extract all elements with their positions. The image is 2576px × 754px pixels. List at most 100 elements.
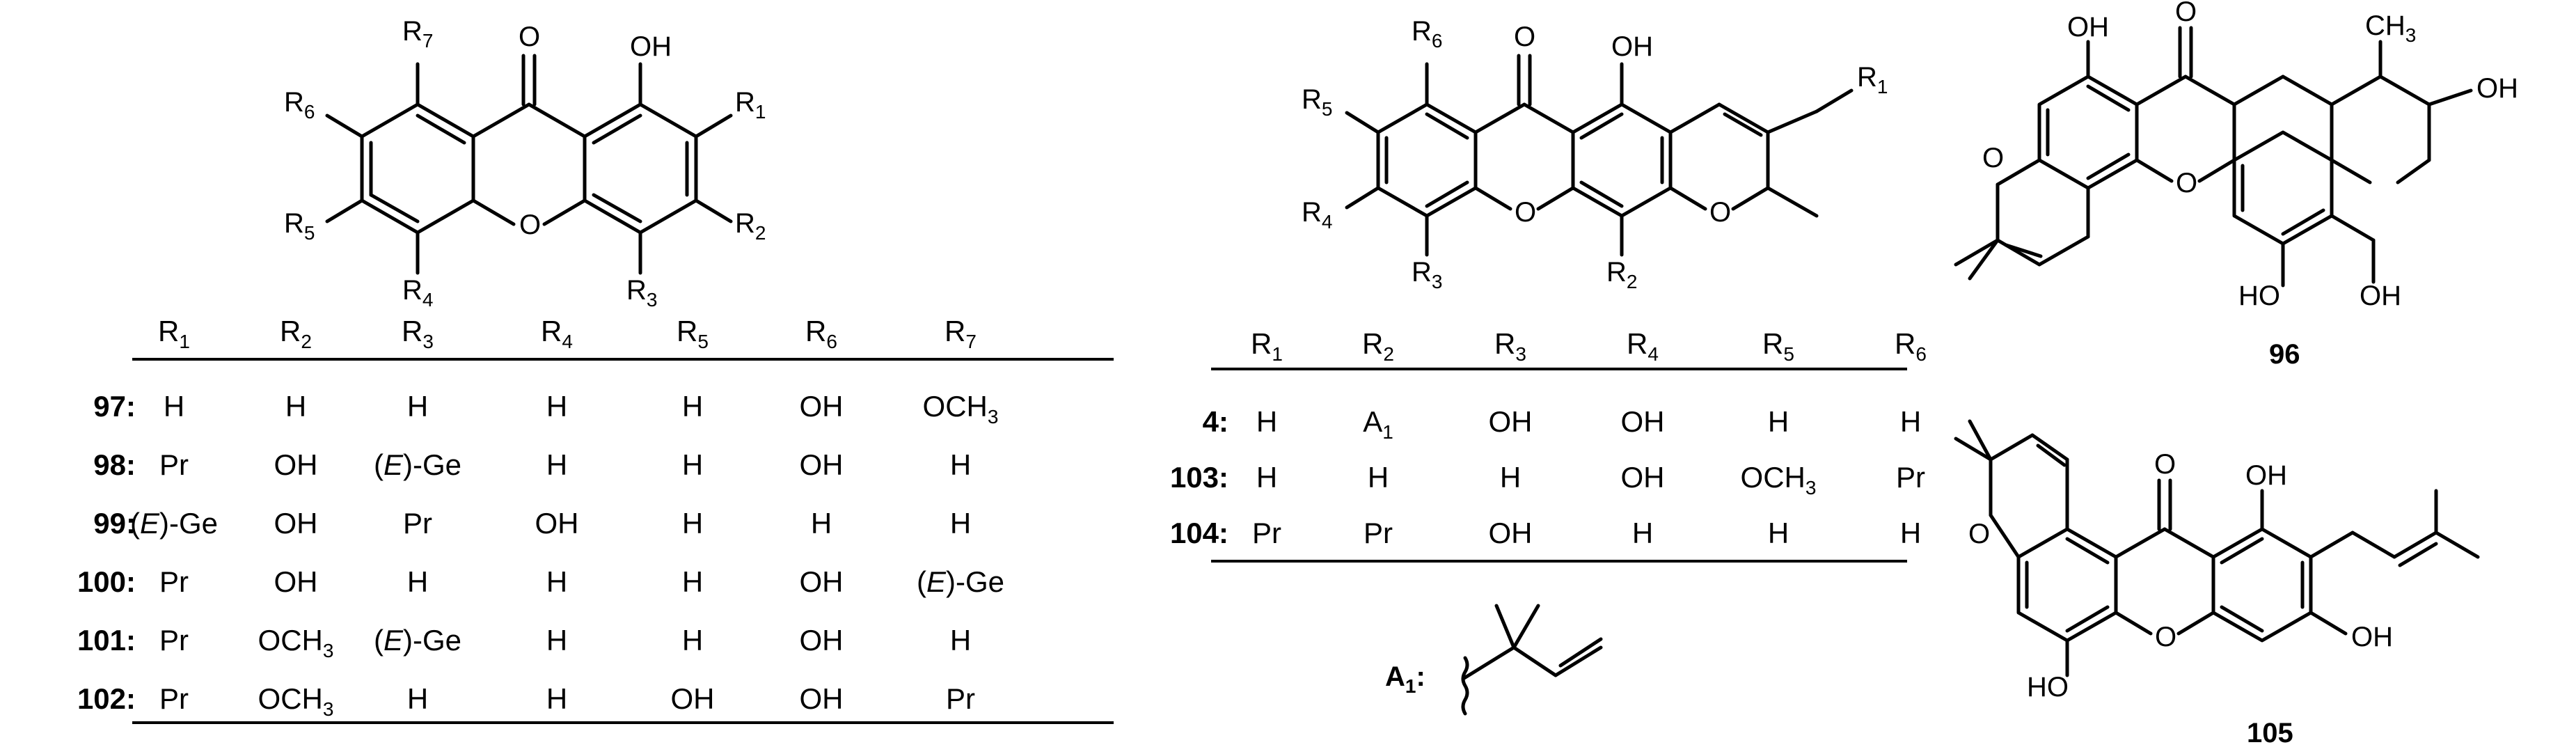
table2-row-label: 103: xyxy=(1170,461,1228,494)
table1-cell: H xyxy=(164,390,184,423)
c105-number: 105 xyxy=(2247,718,2293,748)
table1-cell: (E)-Ge xyxy=(374,448,461,481)
table1-cell: (E)-Ge xyxy=(130,507,218,540)
table1-row-label: 98: xyxy=(93,448,136,481)
pyrano-ring-o-2: O xyxy=(1709,197,1731,228)
pyrano-oxo-o: O xyxy=(1514,22,1535,52)
table1-row-label: 97: xyxy=(93,390,136,423)
c105-pyran-o: O xyxy=(1968,519,1990,549)
table1-cell: H xyxy=(682,507,703,540)
xanthone-ring-o: O xyxy=(519,210,541,240)
table1-cell: Pr xyxy=(159,565,189,598)
table1-header-r3: R3 xyxy=(402,315,434,352)
table1-cell: OCH3 xyxy=(258,624,334,661)
table2-header-r5: R5 xyxy=(1762,327,1794,365)
pyranoxanthone-structure: O OH O O R6 R5 R4 R3 R2 R1 xyxy=(1302,16,1888,292)
table1-cell: (E)-Ge xyxy=(917,565,1004,598)
table1-cell: H xyxy=(546,624,567,657)
table2-header-r3: R3 xyxy=(1494,327,1526,365)
table1-cell: OH xyxy=(671,682,715,715)
table2-row-label: 4: xyxy=(1203,405,1228,438)
table2-cell: H xyxy=(1256,461,1277,494)
table1-header-r4: R4 xyxy=(541,315,573,352)
c96-ring-o: O xyxy=(2176,168,2197,198)
table1-cell: Pr xyxy=(403,507,432,540)
compound-96-structure: OH O CH3 OH O O HO OH 96 xyxy=(1954,0,2518,370)
table1-row-label: 99: xyxy=(93,507,136,540)
c105-ring-o: O xyxy=(2155,622,2176,652)
xanthone-r6: R6 xyxy=(284,87,315,123)
table1-row-label: 102: xyxy=(77,682,136,715)
table1-cell: OH xyxy=(800,565,844,598)
c96-oxo-o: O xyxy=(2175,0,2197,27)
table1-cell: OH xyxy=(274,565,318,598)
table1-cell: Pr xyxy=(946,682,975,715)
table2-cell: OH xyxy=(1621,461,1665,494)
c96-ch3: CH3 xyxy=(2365,10,2416,46)
table1-cell: H xyxy=(682,390,703,423)
c105-oxo-o: O xyxy=(2154,449,2176,480)
pyrano-r6: R6 xyxy=(1412,16,1442,52)
table1-row-label: 101: xyxy=(77,624,136,657)
xanthone-r2: R2 xyxy=(735,208,766,244)
c96-oh-top-left: OH xyxy=(2067,12,2109,42)
c105-ho-bottom: HO xyxy=(2027,672,2069,702)
table1-cell: H xyxy=(950,507,971,540)
table1-cell: H xyxy=(546,565,567,598)
pyrano-oh: OH xyxy=(1611,31,1653,62)
table1-cell: H xyxy=(546,682,567,715)
table1-cell: H xyxy=(407,682,428,715)
table2-cell: A1 xyxy=(1363,405,1393,443)
substituent-a1: A1: xyxy=(1385,604,1603,716)
table2-cell: H xyxy=(1632,517,1653,549)
table1-header-r5: R5 xyxy=(677,315,709,352)
table1-header-r1: R1 xyxy=(158,315,190,352)
pyrano-r1: R1 xyxy=(1857,62,1888,97)
table1-cell: OH xyxy=(274,507,318,540)
pyrano-ring-o-1: O xyxy=(1515,197,1536,228)
xanthone-core-structure: O OH O R7 R6 R5 R4 R1 R2 R3 xyxy=(284,16,766,311)
table1-cell: H xyxy=(407,565,428,598)
table1-cell: OH xyxy=(800,624,844,657)
table1-cell: H xyxy=(407,390,428,423)
table1-cell: H xyxy=(950,624,971,657)
a1-label: A1: xyxy=(1385,661,1425,697)
xanthone-r4: R4 xyxy=(402,275,433,311)
table1-cell: H xyxy=(546,390,567,423)
table1-cell: OH xyxy=(800,390,844,423)
c96-oh-top-right: OH xyxy=(2476,73,2518,104)
table1-row-label: 100: xyxy=(77,565,136,598)
table1-cell: H xyxy=(285,390,306,423)
xanthone-r5: R5 xyxy=(284,208,315,244)
table1-cell: H xyxy=(682,624,703,657)
c96-ho-bottom: HO xyxy=(2238,281,2280,311)
table2-header-r6: R6 xyxy=(1895,327,1927,365)
pyrano-r4: R4 xyxy=(1302,197,1332,233)
c105-oh-bottom: OH xyxy=(2351,622,2393,652)
table1-cell: Pr xyxy=(159,448,189,481)
table1-cell: Pr xyxy=(159,624,189,657)
table1-cell: H xyxy=(811,507,832,540)
table1-cell: H xyxy=(682,448,703,481)
table1-cell: OCH3 xyxy=(258,682,334,720)
table2-cell: OH xyxy=(1489,405,1533,438)
c96-pyran-o: O xyxy=(1982,143,2004,173)
table2-header-r2: R2 xyxy=(1362,327,1394,365)
table2-cell: Pr xyxy=(1252,517,1281,549)
table1-cell: (E)-Ge xyxy=(374,624,461,657)
xanthone-r3: R3 xyxy=(626,275,657,311)
pyrano-r3: R3 xyxy=(1412,257,1442,292)
table2-cell: H xyxy=(1256,405,1277,438)
table2-cell: OH xyxy=(1621,405,1665,438)
c105-oh-top: OH xyxy=(2245,460,2287,491)
table1-cell: OH xyxy=(535,507,579,540)
table2-cell: H xyxy=(1500,461,1521,494)
table2-cell: H xyxy=(1900,405,1921,438)
xanthone-oh: OH xyxy=(630,31,672,62)
table2-cell: H xyxy=(1900,517,1921,549)
table1-cell: H xyxy=(950,448,971,481)
xanthone-r1: R1 xyxy=(735,87,766,123)
table1-header-r6: R6 xyxy=(805,315,837,352)
